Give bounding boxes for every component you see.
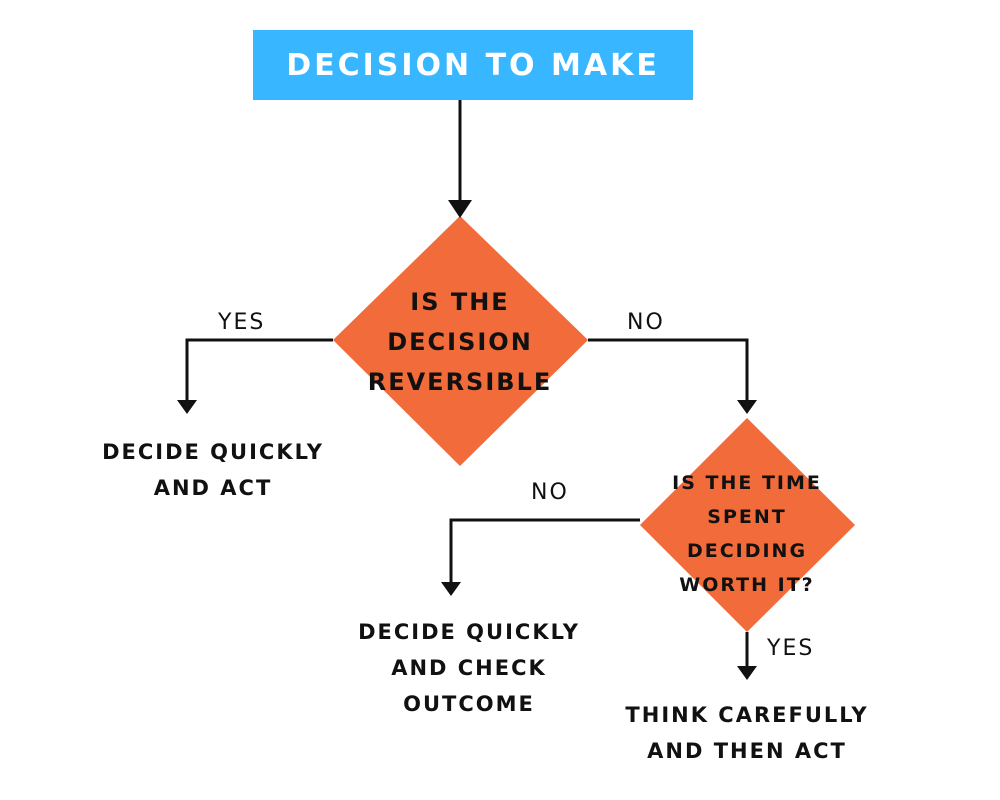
outcome-2-line-1: DECIDE QUICKLY (358, 620, 580, 644)
outcome-3-line-1: THINK CAREFULLY (625, 703, 869, 727)
arrowhead-decision-1-no (737, 400, 757, 414)
start-node-label: DECISION TO MAKE (286, 47, 660, 83)
outcome-decide-quickly-check: DECIDE QUICKLY AND CHECK OUTCOME (344, 614, 594, 722)
edge-label-d1-yes: YES (218, 310, 266, 335)
decision-1-line-3: REVERSIBLE (367, 368, 553, 396)
start-node: DECISION TO MAKE (253, 30, 693, 100)
outcome-decide-quickly-act: DECIDE QUICKLY AND ACT (88, 434, 338, 506)
outcome-2-line-2: AND CHECK (391, 656, 547, 680)
decision-2-line-1: IS THE TIME (672, 472, 822, 494)
arrow-decision-1-no (588, 338, 749, 402)
arrowhead-start-to-decision-1 (448, 200, 472, 218)
outcome-think-carefully: THINK CAREFULLY AND THEN ACT (612, 697, 882, 769)
decision-2-line-3: DECIDING (686, 540, 808, 562)
edge-label-d2-yes: YES (767, 636, 815, 661)
arrowhead-decision-2-yes (737, 666, 757, 680)
start-box-shape (253, 30, 693, 100)
outcome-1-line-1: DECIDE QUICKLY (102, 440, 324, 464)
outcome-2-line-3: OUTCOME (403, 692, 535, 716)
edge-label-d2-no: NO (531, 480, 569, 505)
arrow-decision-2-no (449, 518, 640, 584)
decision-2-line-2: SPENT (707, 506, 787, 528)
arrowhead-decision-1-yes (177, 400, 197, 414)
outcome-3-line-2: AND THEN ACT (647, 739, 847, 763)
edge-label-d1-no: NO (627, 310, 665, 335)
decision-2-text: IS THE TIME SPENT DECIDING WORTH IT? (657, 466, 837, 602)
decision-1-diamond (333, 216, 588, 466)
decision-1-line-2: DECISION (387, 328, 533, 356)
arrowhead-decision-2-no (441, 582, 461, 596)
outcome-1-line-2: AND ACT (153, 476, 273, 500)
decision-1-line-1: IS THE (410, 288, 510, 316)
decision-2-line-4: WORTH IT? (679, 574, 815, 596)
decision-1-text: IS THE DECISION REVERSIBLE (360, 282, 560, 402)
arrow-decision-1-yes (185, 338, 333, 402)
decision-2-diamond (640, 418, 855, 632)
